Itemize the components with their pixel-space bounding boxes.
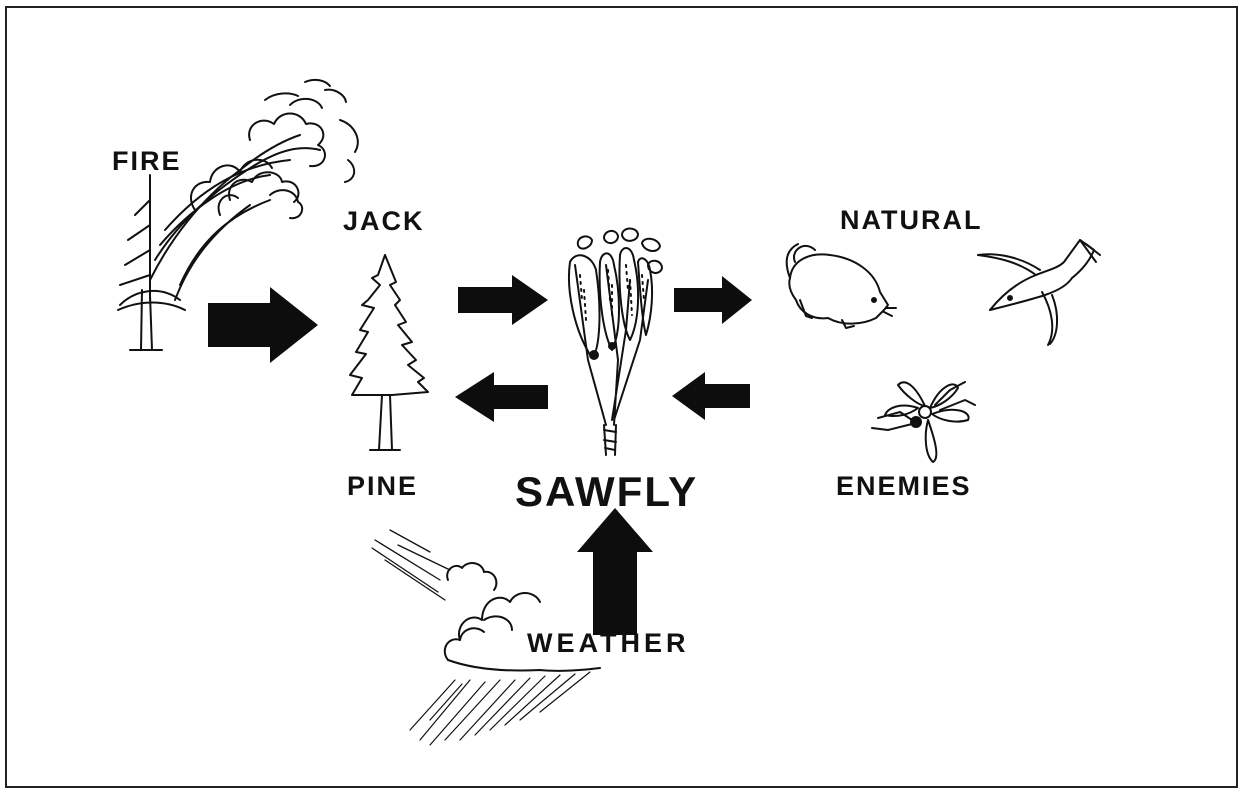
arrow-sawfly-to-pine	[455, 372, 548, 422]
fire-label: FIRE	[112, 146, 182, 177]
weather-label: WEATHER	[527, 628, 690, 659]
jack-pine-tree-icon	[350, 255, 428, 450]
sawfly-label: SAWFLY	[515, 468, 698, 516]
enemies-label: ENEMIES	[836, 471, 972, 502]
spider-icon	[872, 382, 975, 462]
jack-label: JACK	[343, 206, 425, 237]
pine-label: PINE	[347, 471, 418, 502]
sawfly-larvae-icon	[569, 228, 662, 455]
arrow-enemies-to-sawfly	[672, 372, 750, 420]
arrow-pine-to-sawfly	[458, 275, 548, 325]
bird-icon	[978, 240, 1100, 345]
arrow-fire-to-pine	[208, 287, 318, 363]
arrow-sawfly-to-enemies	[674, 276, 752, 324]
shrew-icon	[787, 244, 896, 328]
arrow-weather-to-sawfly	[577, 508, 653, 635]
natural-label: NATURAL	[840, 205, 982, 236]
